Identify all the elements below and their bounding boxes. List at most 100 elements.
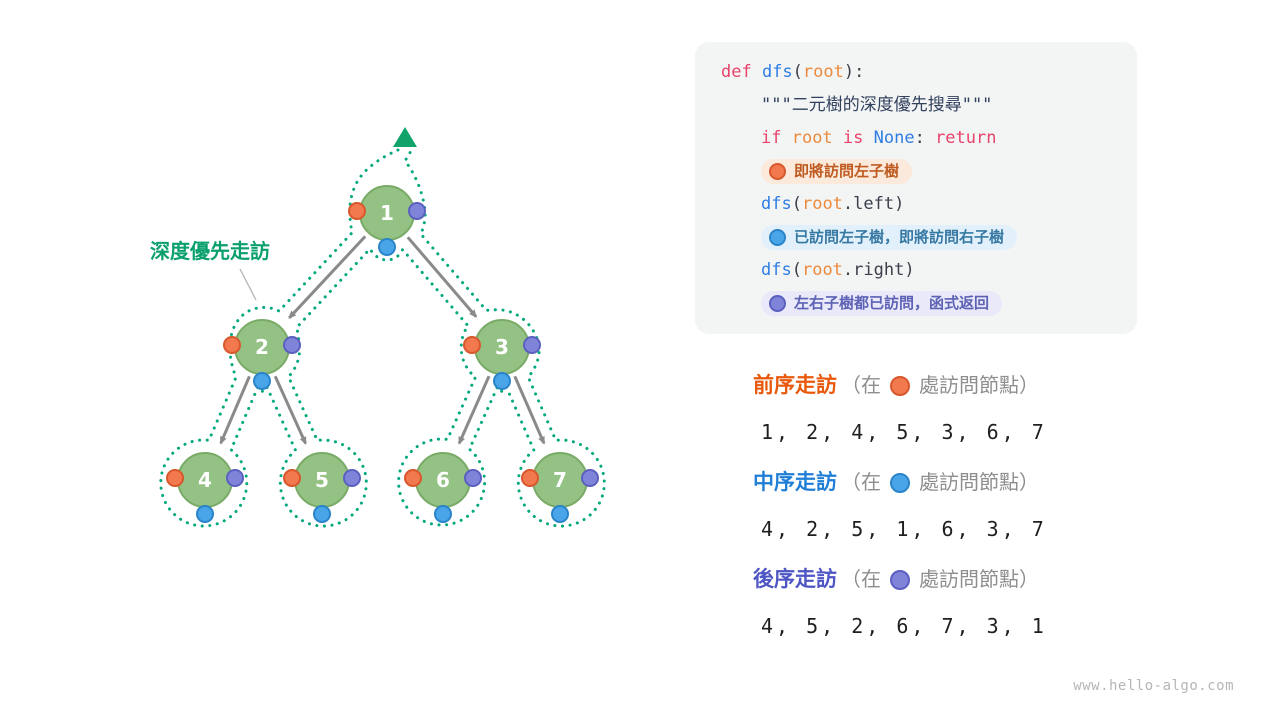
inorder-dot-icon bbox=[378, 238, 396, 256]
note-close: 處訪問節點） bbox=[919, 375, 1039, 397]
code-line-dfs-right: dfs(root.right) bbox=[721, 254, 1119, 287]
code-token: root bbox=[801, 194, 843, 214]
code-line-badge-postorder: 左右子樹都已訪問，函式返回 bbox=[721, 287, 1119, 320]
code-token: dfs bbox=[761, 62, 793, 82]
dfs-contour-path bbox=[159, 148, 606, 528]
code-line-badge-inorder: 已訪問左子樹，即將訪問右子樹 bbox=[721, 221, 1119, 254]
node-value: 4 bbox=[198, 468, 212, 492]
code-token: if bbox=[761, 128, 792, 148]
tree-node-7: 7 bbox=[521, 452, 599, 523]
postorder-heading: 後序走訪 （在 處訪問節點） bbox=[753, 565, 1253, 595]
code-token: .right) bbox=[842, 260, 915, 280]
inorder-dot-icon bbox=[434, 505, 452, 523]
code-line-docstring: """二元樹的深度優先搜尋""" bbox=[721, 89, 1119, 122]
preorder-dot-icon bbox=[348, 202, 366, 220]
postorder-dot-icon bbox=[226, 469, 244, 487]
node-value: 2 bbox=[255, 335, 269, 359]
diagram-label: 深度優先走訪 bbox=[150, 239, 270, 263]
tree-node-4: 4 bbox=[166, 452, 244, 523]
code-token: """二元樹的深度優先搜尋""" bbox=[761, 95, 993, 115]
preorder-dot-icon bbox=[521, 469, 539, 487]
inorder-sequence: 4, 2, 5, 1, 6, 3, 7 bbox=[761, 517, 1047, 541]
badge-text: 左右子樹都已訪問，函式返回 bbox=[794, 294, 990, 312]
note-close: 處訪問節點） bbox=[919, 472, 1039, 494]
edge-1-3 bbox=[406, 236, 478, 318]
preorder-dot-icon bbox=[283, 469, 301, 487]
node-value: 5 bbox=[315, 468, 329, 492]
preorder-sequence: 1, 2, 4, 5, 3, 6, 7 bbox=[761, 420, 1047, 444]
postorder-dot-icon bbox=[523, 336, 541, 354]
node-value: 1 bbox=[380, 201, 394, 225]
node-value: 6 bbox=[436, 468, 450, 492]
inorder-note: （在 處訪問節點） bbox=[841, 468, 1039, 498]
code-line-dfs-left: dfs(root.left) bbox=[721, 188, 1119, 221]
code-line-badge-preorder: 即將訪問左子樹 bbox=[721, 155, 1119, 188]
inorder-dot-icon bbox=[551, 505, 569, 523]
code-token: root bbox=[802, 62, 844, 82]
postorder-dot-icon bbox=[581, 469, 599, 487]
code-line-def: def dfs(root): bbox=[721, 56, 1119, 89]
preorder-dot-icon bbox=[223, 336, 241, 354]
postorder-dot-icon bbox=[890, 570, 910, 590]
code-token: root bbox=[791, 128, 843, 148]
preorder-dot-icon bbox=[769, 162, 786, 180]
inorder-dot-icon bbox=[313, 505, 331, 523]
code-card: def dfs(root): """二元樹的深度優先搜尋""" if root … bbox=[695, 42, 1137, 334]
inorder-label: 中序走訪 bbox=[753, 471, 837, 494]
inorder-dot-icon bbox=[196, 505, 214, 523]
node-value: 3 bbox=[495, 335, 509, 359]
postorder-dot-icon bbox=[283, 336, 301, 354]
code-token: return bbox=[935, 128, 997, 148]
tree-node-6: 6 bbox=[404, 452, 482, 523]
badge-text: 即將訪問左子樹 bbox=[794, 162, 900, 180]
note-close: 處訪問節點） bbox=[919, 569, 1039, 591]
edge-3-7 bbox=[513, 375, 546, 445]
badge-text: 已訪問左子樹，即將訪問右子樹 bbox=[794, 228, 1005, 246]
inorder-heading: 中序走訪 （在 處訪問節點） bbox=[753, 468, 1253, 498]
inorder-dot-icon bbox=[493, 372, 511, 390]
edge-3-6 bbox=[457, 375, 491, 445]
code-token: dfs bbox=[761, 194, 792, 214]
code-token: root bbox=[801, 260, 843, 280]
return-arrow-triangle bbox=[393, 127, 417, 147]
node-value: 7 bbox=[553, 468, 567, 492]
inorder-dot-icon bbox=[253, 372, 271, 390]
code-token: None bbox=[873, 128, 915, 148]
tree-edges bbox=[219, 235, 546, 445]
code-token: ( bbox=[791, 260, 802, 280]
note-open: （在 bbox=[841, 375, 881, 397]
code-token: .left) bbox=[842, 194, 905, 214]
code-token: is bbox=[842, 128, 874, 148]
note-open: （在 bbox=[841, 472, 881, 494]
preorder-comment-badge: 即將訪問左子樹 bbox=[761, 158, 913, 184]
preorder-block: 前序走訪 （在 處訪問節點） 1, 2, 4, 5, 3, 6, 7 bbox=[753, 371, 1253, 447]
traversal-orders-section: 前序走訪 （在處訪問節點） 1, 2, 4, 5, 3, 6, 7 中序走訪 （… bbox=[753, 371, 1253, 662]
preorder-label: 前序走訪 bbox=[753, 374, 837, 397]
label-pointer-line bbox=[239, 268, 257, 301]
postorder-dot-icon bbox=[769, 294, 786, 312]
edge-2-5 bbox=[273, 375, 307, 445]
inorder-comment-badge: 已訪問左子樹，即將訪問右子樹 bbox=[761, 224, 1018, 250]
tree-node-2: 2 bbox=[223, 319, 301, 390]
code-token: ): bbox=[843, 62, 865, 82]
code-token: : bbox=[914, 128, 936, 148]
code-token: dfs bbox=[761, 260, 792, 280]
code-token: ( bbox=[791, 194, 802, 214]
inorder-block: 中序走訪 （在 處訪問節點） 4, 2, 5, 1, 6, 3, 7 bbox=[753, 468, 1253, 544]
inorder-dot-icon bbox=[890, 473, 910, 493]
edge-1-2 bbox=[288, 235, 367, 319]
preorder-heading: 前序走訪 （在 處訪問節點） bbox=[753, 371, 1253, 401]
preorder-dot-icon bbox=[166, 469, 184, 487]
inorder-dot-icon bbox=[769, 228, 786, 246]
code-token: ( bbox=[792, 62, 803, 82]
postorder-label: 後序走訪 bbox=[753, 568, 837, 591]
postorder-dot-icon bbox=[408, 202, 426, 220]
tree-node-3: 3 bbox=[463, 319, 541, 390]
dfs-tree-diagram: 1 2 3 4 5 6 7 bbox=[150, 127, 606, 528]
edge-2-4 bbox=[219, 375, 251, 445]
note-open: （在 bbox=[841, 569, 881, 591]
preorder-dot-icon bbox=[890, 376, 910, 396]
postorder-comment-badge: 左右子樹都已訪問，函式返回 bbox=[761, 290, 1003, 316]
postorder-note: （在 處訪問節點） bbox=[841, 565, 1039, 595]
watermark: www.hello-algo.com bbox=[1073, 678, 1234, 694]
